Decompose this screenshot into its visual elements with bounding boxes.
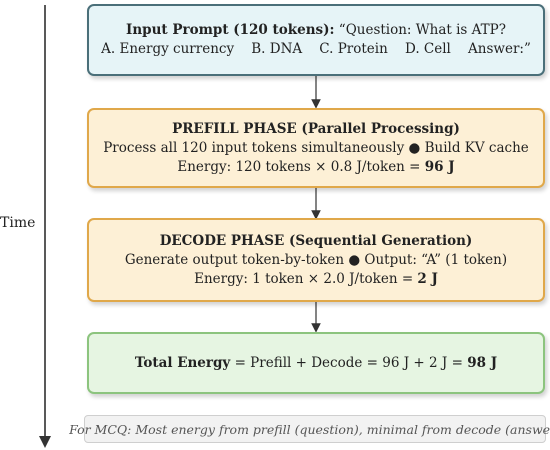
input-prompt-title: Input Prompt (120 tokens): [126,22,335,38]
prefill-description: Process all 120 input tokens simultaneou… [103,139,529,156]
prefill-energy-value: 96 J [424,158,455,175]
decode-phase-box: DECODE PHASE (Sequential Generation) Gen… [87,218,545,302]
total-energy-line: Total Energy = Prefill + Decode = 96 J +… [135,354,497,373]
prefill-title: PREFILL PHASE (Parallel Processing) [172,120,460,137]
total-energy-label: Total Energy [134,354,231,371]
input-prompt-question: “Question: What is ATP? [334,22,506,38]
decode-energy: Energy: 1 token × 2.0 J/token = 2 J [194,270,438,287]
prefill-phase-box: PREFILL PHASE (Parallel Processing) Proc… [87,108,545,188]
input-prompt-box: Input Prompt (120 tokens): “Question: Wh… [87,4,545,76]
decode-energy-value: 2 J [417,270,438,287]
mcq-note: For MCQ: Most energy from prefill (quest… [69,415,550,443]
total-energy-box: Total Energy = Prefill + Decode = 96 J +… [87,332,545,394]
total-energy-equation: = Prefill + Decode = 96 J + 2 J = [230,354,468,371]
decode-description: Generate output token-by-token ● Output:… [124,251,508,268]
input-prompt-options: A. Energy currency B. DNA C. Protein D. … [101,41,531,57]
decode-title: DECODE PHASE (Sequential Generation) [159,232,473,249]
time-axis-label: Time [0,215,36,231]
prefill-energy: Energy: 120 tokens × 0.8 J/token = 96 J [177,158,455,175]
total-energy-value: 98 J [467,354,498,371]
